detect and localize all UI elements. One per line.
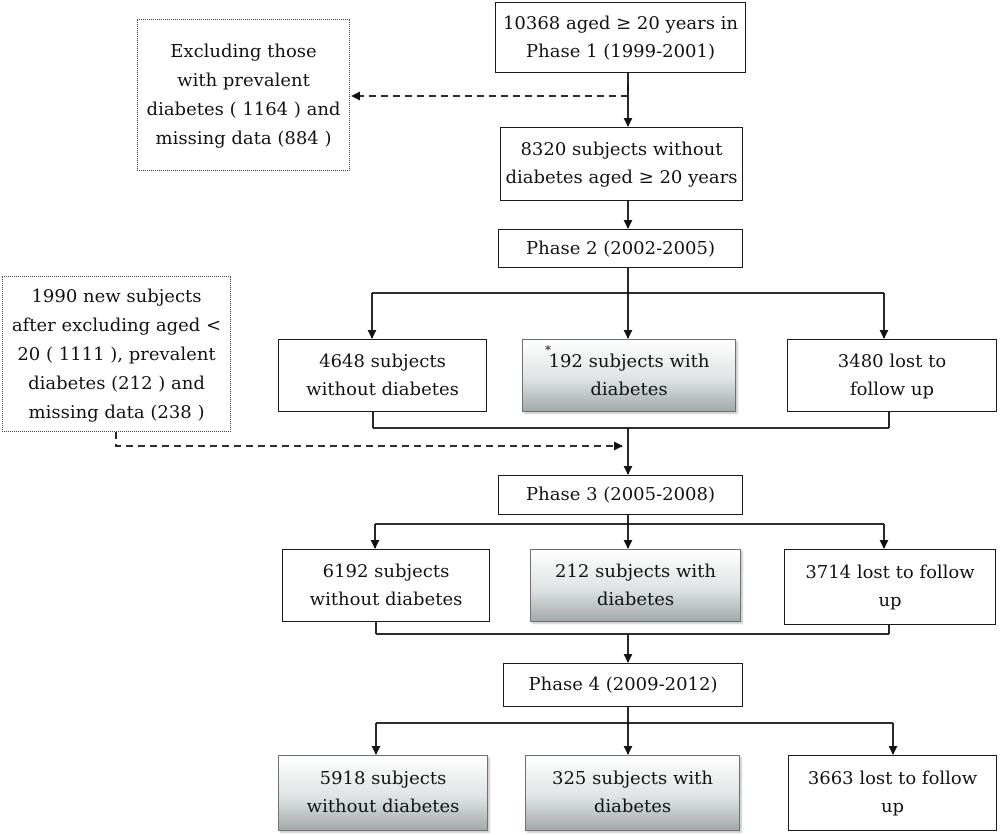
phase4-lost-line-2: up: [880, 796, 905, 817]
phase4-without-line-2: without diabetes: [306, 796, 460, 817]
eligible-subjects-box: 8320 subjects without diabetes aged ≥ 20…: [500, 127, 743, 201]
new-subjects-line-4: diabetes (212 ) and: [28, 372, 205, 394]
phase3-without-line-2: without diabetes: [309, 588, 463, 610]
phase3-with-line-1: 212 subjects with: [555, 560, 716, 582]
new-subjects-box: 1990 new subjects after excluding aged <…: [2, 276, 231, 432]
phase4-with-line-1: 325 subjects with: [552, 768, 713, 789]
phase2-without-line-2: without diabetes: [306, 378, 459, 400]
phase4-without-diabetes-box: 5918 subjects without diabetes: [278, 755, 488, 831]
phase3-label: Phase 3 (2005-2008): [526, 484, 715, 505]
phase4-with-diabetes-box: 325 subjects with diabetes: [525, 755, 740, 831]
dashed-arrow-new-subjects: [115, 432, 623, 451]
exclusion-line-2: with prevalent: [177, 70, 310, 91]
phase2-box: Phase 2 (2002-2005): [498, 229, 743, 268]
phase3-with-line-2: diabetes: [596, 588, 675, 610]
phase2-with-marker: *: [545, 343, 551, 357]
new-subjects-line-5: missing data (238 ): [28, 401, 205, 423]
phase2-lost-line-2: follow up: [849, 378, 935, 400]
phase4-without-line-1: 5918 subjects: [319, 768, 447, 789]
new-subjects-line-2: after excluding aged <: [11, 314, 222, 336]
exclusion-box: Excluding those with prevalent diabetes …: [137, 19, 350, 171]
dashed-arrow-exclusion: [351, 84, 629, 101]
phase2-with-line-1: 192 subjects with: [548, 350, 710, 372]
phase3-lost-line-2: up: [878, 590, 902, 611]
phase2-lost-line-1: 3480 lost to: [837, 350, 947, 372]
phase3-lost-line-1: 3714 lost to follow: [805, 562, 975, 583]
phase4-with-line-2: diabetes: [593, 796, 672, 817]
exclusion-line-4: missing data (884 ): [155, 128, 332, 149]
eligible-subjects-line-1: 8320 subjects without: [520, 139, 723, 160]
phase2-label: Phase 2 (2002-2005): [526, 237, 715, 259]
phase4-label: Phase 4 (2009-2012): [528, 674, 718, 695]
new-subjects-line-1: 1990 new subjects: [31, 285, 202, 307]
phase4-box: Phase 4 (2009-2012): [503, 663, 743, 707]
phase2-without-diabetes-box: 4648 subjects without diabetes: [278, 339, 487, 412]
phase4-lost-box: 3663 lost to follow up: [788, 755, 997, 831]
phase3-lost-box: 3714 lost to follow up: [784, 549, 996, 625]
phase2-with-diabetes-box: * 192 subjects with diabetes: [522, 339, 736, 412]
phase2-without-line-1: 4648 subjects: [319, 350, 446, 372]
phase4-lost-line-1: 3663 lost to follow: [807, 768, 978, 789]
phase3-with-diabetes-box: 212 subjects with diabetes: [530, 549, 741, 622]
phase3-without-diabetes-box: 6192 subjects without diabetes: [282, 549, 490, 622]
phase3-without-line-1: 6192 subjects: [322, 560, 450, 582]
phase1-box: 10368 aged ≥ 20 years in Phase 1 (1999-2…: [495, 2, 746, 73]
phase2-lost-box: 3480 lost to follow up: [787, 339, 997, 412]
phase1-line-1: 10368 aged ≥ 20 years in: [502, 12, 739, 34]
eligible-subjects-line-2: diabetes aged ≥ 20 years: [505, 167, 738, 188]
phase2-with-line-2: diabetes: [590, 378, 668, 400]
phase3-box: Phase 3 (2005-2008): [498, 475, 743, 515]
exclusion-line-3: diabetes ( 1164 ) and: [146, 99, 341, 120]
exclusion-line-1: Excluding those: [170, 41, 317, 62]
phase1-line-2: Phase 1 (1999-2001): [526, 40, 715, 62]
new-subjects-line-3: 20 ( 1111 ), prevalent: [17, 343, 216, 365]
